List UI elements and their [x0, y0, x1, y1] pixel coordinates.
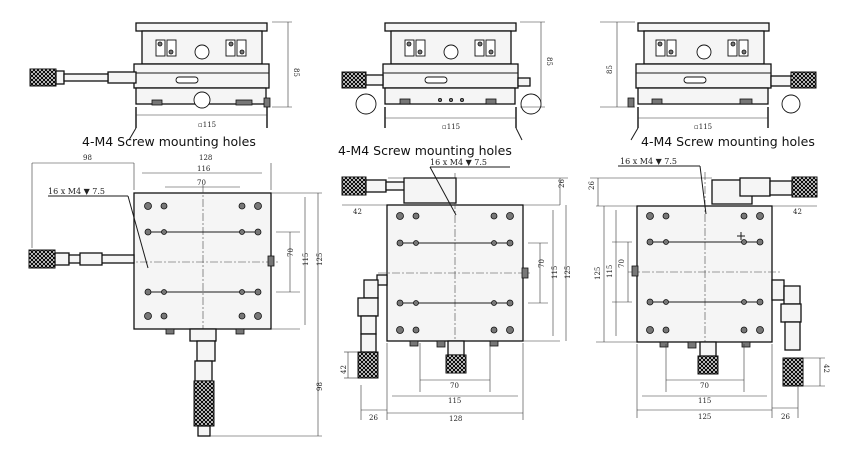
- dim-26-top-mid: 26: [558, 179, 566, 188]
- dim-70-side-mid: 70: [538, 259, 546, 268]
- tapped-holes-callout: 16 x M4 ▼ 7.5: [48, 187, 105, 196]
- front-view-right: ▫115 85 4-M4 Screw mounting holes: [600, 21, 817, 149]
- plan-view-middle: 26 42 16 x M4 ▼ 7.5 70 115 125 42 70 115…: [340, 158, 572, 423]
- dim-70-top: 70: [197, 179, 206, 187]
- front-view-left: ▫115 85 4-M4 Screw mounting holes: [29, 21, 300, 149]
- dim-125-side-right: 125: [594, 267, 602, 280]
- front-view-middle: ▫115 85 4-M4 Screw mounting holes: [338, 21, 553, 158]
- dim-125-side-mid: 125: [564, 266, 572, 279]
- dim-42-low-right: 42: [822, 364, 830, 373]
- plan-view-right: 26 42 16 x M4 ▼ 7.5 125 115 70 42 70 115…: [588, 157, 830, 421]
- screw-holes-callout-right: 4-M4 Screw mounting holes: [641, 134, 815, 149]
- dim-70-bottom-mid: 70: [450, 382, 459, 390]
- dim-115-side: 115: [302, 253, 310, 266]
- dim-115-bottom-right: 115: [698, 397, 711, 405]
- dim-85: 85: [292, 68, 300, 77]
- dim-115-side-mid: 115: [551, 266, 559, 279]
- dim-125-bottom-right: 125: [698, 413, 711, 421]
- dim-128-bottom-mid: 128: [449, 415, 462, 423]
- screw-holes-callout: 4-M4 Screw mounting holes: [82, 134, 256, 149]
- dim-116: 116: [197, 165, 211, 173]
- tapped-holes-callout-right: 16 x M4 ▼ 7.5: [620, 157, 677, 166]
- dim-115-box: ▫115: [198, 121, 216, 129]
- dim-115-box-mid: ▫115: [442, 123, 460, 131]
- dim-85-mid: 85: [545, 57, 553, 66]
- plan-view-left: 98 128 116 70 16 x M4 ▼ 7.5 70 115 125 9…: [28, 154, 324, 437]
- dim-128-top: 128: [199, 154, 212, 162]
- dim-26-top-right: 26: [588, 181, 596, 190]
- dim-26-bottom-mid: 26: [369, 414, 378, 422]
- dim-125-side: 125: [316, 253, 324, 266]
- dim-70-side-right: 70: [618, 259, 626, 268]
- tapped-holes-callout-mid: 16 x M4 ▼ 7.5: [430, 158, 487, 167]
- dim-70-side: 70: [287, 248, 295, 257]
- dim-70-bottom-right: 70: [700, 382, 709, 390]
- dim-42-mid: 42: [353, 208, 362, 216]
- dim-26-bottom-right: 26: [781, 413, 790, 421]
- dim-115-bottom-mid: 115: [448, 397, 461, 405]
- dim-115-side-right: 115: [606, 265, 614, 278]
- dim-115-box-right: ▫115: [694, 123, 712, 131]
- dim-98-top: 98: [83, 154, 92, 162]
- dim-85-right: 85: [606, 65, 614, 74]
- dim-42-low-mid: 42: [340, 365, 348, 374]
- screw-holes-callout-mid: 4-M4 Screw mounting holes: [338, 143, 512, 158]
- dim-42-right: 42: [793, 208, 802, 216]
- dim-98-side: 98: [316, 382, 324, 391]
